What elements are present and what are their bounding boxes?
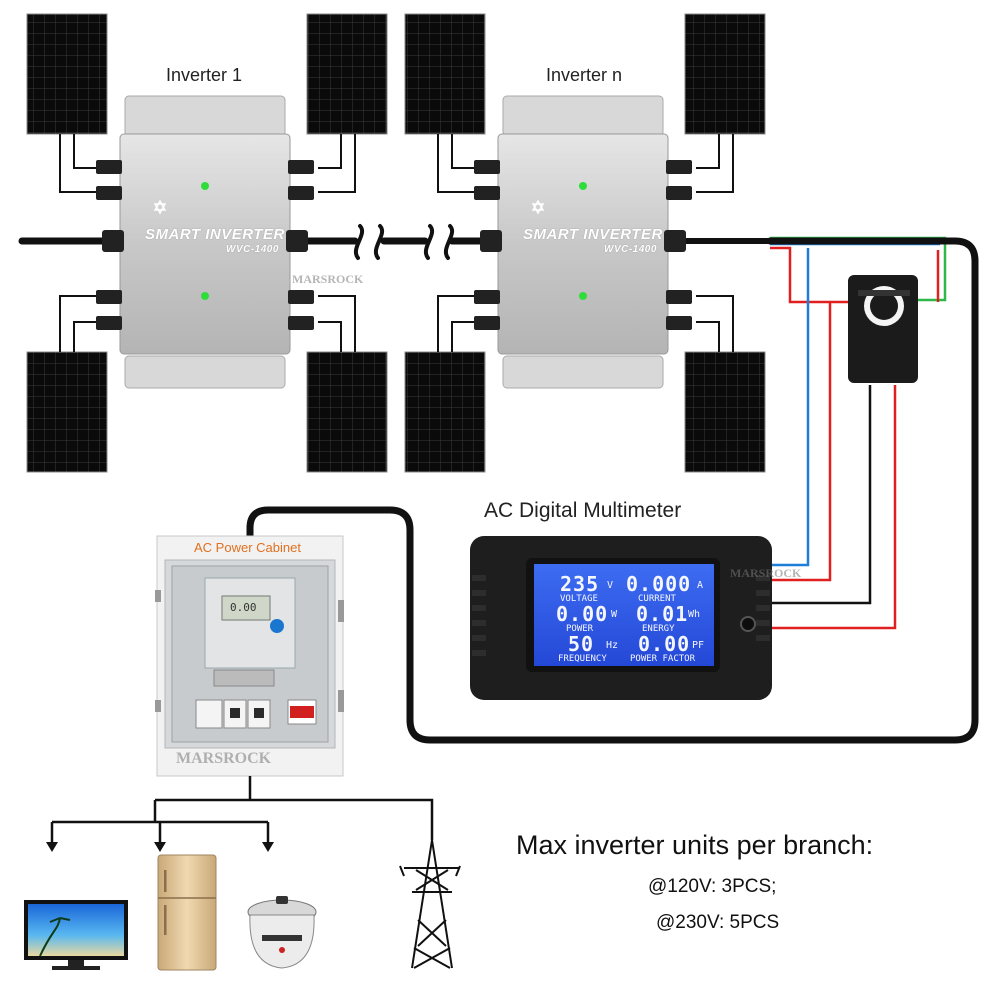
inverter-1-model: WVC-1400 <box>226 244 279 255</box>
inverter-n-model: WVC-1400 <box>604 244 657 255</box>
watermark: MARSROCK <box>730 566 802 580</box>
voltage-unit: V <box>607 580 614 591</box>
power-factor-label: POWER FACTOR <box>630 654 696 664</box>
power-unit: W <box>611 609 618 620</box>
energy-value: 0.01 <box>636 602 689 626</box>
power-tower-icon <box>399 839 461 969</box>
watermark: MARSROCK <box>292 272 364 286</box>
arrow-heads <box>46 842 274 852</box>
inverter-1-title: Inverter 1 <box>166 65 243 85</box>
current-value: 0.000 <box>626 572 692 596</box>
ac-power-cabinet <box>155 535 344 777</box>
solar-panel <box>306 13 388 135</box>
note-title: Max inverter units per branch: <box>516 830 874 860</box>
status-led <box>579 182 587 190</box>
circuit-breakers <box>195 699 317 729</box>
star-logo-icon <box>153 199 167 215</box>
solar-panel <box>684 351 766 473</box>
cabinet-meter-value: 0.00 <box>230 601 257 614</box>
reset-button[interactable] <box>740 616 756 632</box>
frequency-label: FREQUENCY <box>558 654 607 664</box>
solar-panel <box>684 13 766 135</box>
note-line-120v: @120V: 3PCS; <box>648 876 777 897</box>
power-factor-unit: PF <box>692 640 705 651</box>
frequency-value: 50 <box>568 632 595 656</box>
solar-panel <box>306 351 388 473</box>
lcd-screen <box>534 564 714 666</box>
star-logo-icon <box>531 199 545 215</box>
ac-digital-multimeter <box>470 536 772 700</box>
voltage-label: VOLTAGE <box>560 594 598 604</box>
status-led <box>201 182 209 190</box>
tv-icon <box>24 900 128 970</box>
note-line-230v: @230V: 5PCS <box>656 912 780 933</box>
power-value: 0.00 <box>556 602 609 626</box>
inverter-1-brand: SMART INVERTER <box>145 226 285 243</box>
current-unit: A <box>697 580 704 591</box>
solar-panel <box>404 13 486 135</box>
ct-clamp-icon <box>848 275 918 383</box>
multimeter-title: AC Digital Multimeter <box>484 499 682 522</box>
solar-panel <box>26 13 108 135</box>
inverter-n <box>474 95 692 389</box>
solar-panel <box>26 351 108 473</box>
inverter-1 <box>96 95 314 389</box>
distribution-lines <box>50 776 434 846</box>
rice-cooker-icon <box>247 896 317 969</box>
current-label: CURRENT <box>638 594 676 604</box>
voltage-value: 235 <box>560 572 600 596</box>
dc-wires <box>59 134 734 352</box>
energy-unit: Wh <box>688 609 701 620</box>
inverter-n-brand: SMART INVERTER <box>523 226 663 243</box>
solar-panel <box>404 351 486 473</box>
refrigerator-icon <box>157 854 217 971</box>
status-led <box>201 292 209 300</box>
watermark: MARSROCK <box>176 750 272 767</box>
cabinet-title: AC Power Cabinet <box>194 540 301 555</box>
power-label: POWER <box>566 624 594 634</box>
solar-panels <box>26 13 766 473</box>
ac-return-cable <box>246 237 979 744</box>
frequency-unit: Hz <box>606 640 619 651</box>
energy-label: ENERGY <box>642 624 675 634</box>
status-led <box>579 292 587 300</box>
inverter-n-title: Inverter n <box>546 65 623 85</box>
power-factor-value: 0.00 <box>638 632 691 656</box>
